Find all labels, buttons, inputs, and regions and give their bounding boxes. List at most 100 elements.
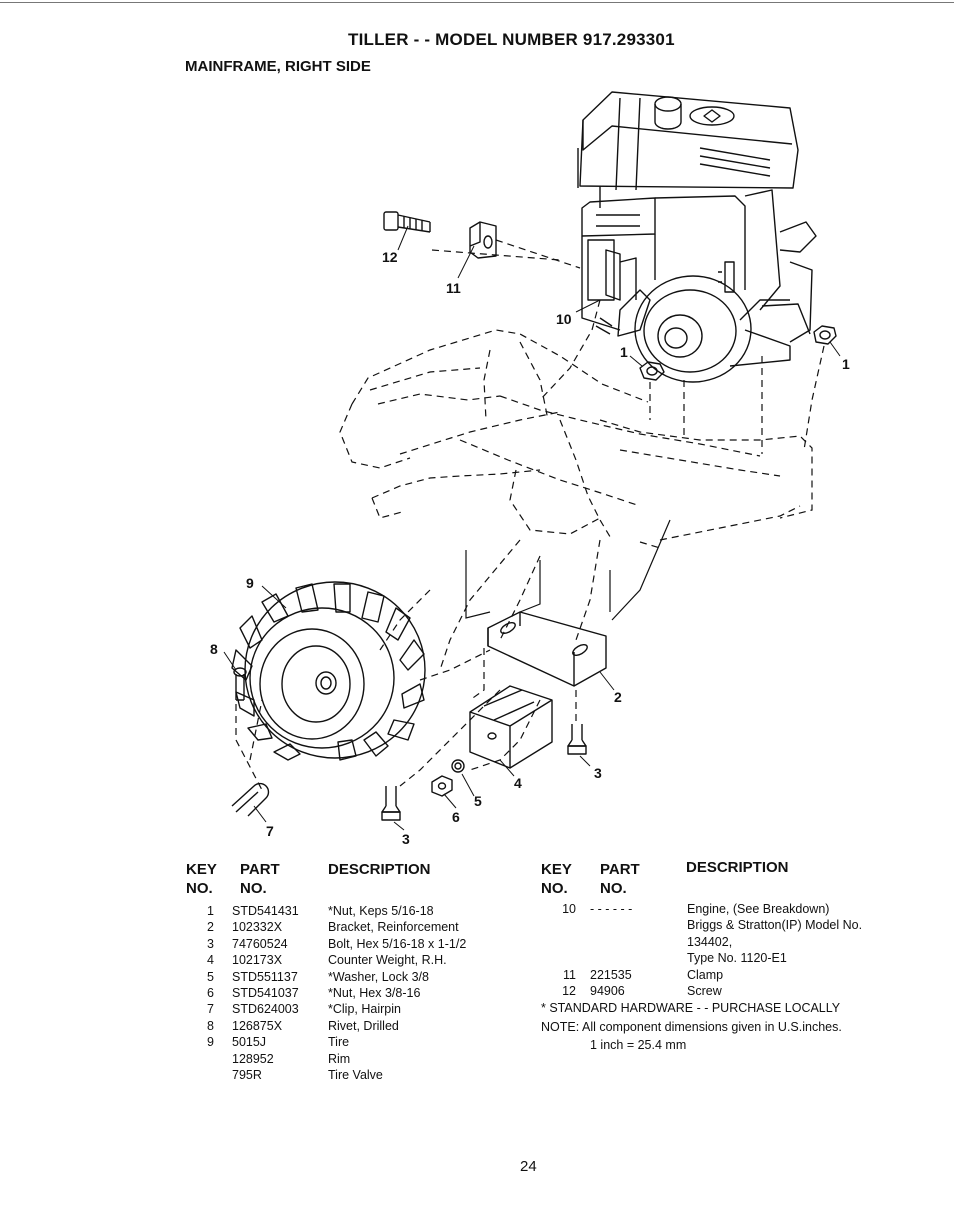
header-description-left: DESCRIPTION [328,861,431,878]
part-number: 5015J [232,1035,267,1050]
header-key-no-left: KEY NO. [186,861,217,897]
callout-9: 9 [246,575,254,591]
callout-3-bottom: 3 [402,831,410,847]
callout-4: 4 [514,775,522,791]
table-row: 4 102173X Counter Weight, R.H. [190,952,520,968]
callout-3-right: 3 [594,765,602,781]
header-part-no-right: PART NO. [600,861,640,897]
part-number: 102173X [232,953,283,968]
key-number: 4 [207,953,214,968]
part-description: Engine, (See Breakdown) [687,902,830,916]
part-description: Counter Weight, R.H. [328,953,447,968]
page-title: TILLER - - MODEL NUMBER 917.293301 [348,30,675,49]
table-row: 10 - - - - - - Engine, (See Breakdown) [546,901,886,917]
key-number: 6 [207,985,214,1000]
part-description: Tire Valve [328,1067,383,1082]
callout-11: 11 [446,280,461,296]
part-description: *Clip, Hairpin [328,1002,401,1017]
engine-drawing [577,91,817,383]
table-row: 5 STD551137 *Washer, Lock 3/8 [190,969,520,985]
key-number: 12 [562,983,576,998]
part-number: STD551137 [232,969,298,984]
key-number: 1 [207,904,214,918]
callout-2: 2 [614,689,622,705]
key-number: 9 [207,1035,214,1050]
part-description: Rim [328,1051,351,1066]
table-row: 9 5015J Tire [190,1034,520,1050]
callout-8: 8 [210,641,218,657]
bolt-3-drawings [381,724,587,821]
screw-12-drawing [383,211,431,233]
table-row: 11 221535 Clamp [546,967,886,983]
parts-list-right: 10 - - - - - - Engine, (See Breakdown) Brig… [546,901,886,1011]
header-description-right: DESCRIPTION [686,859,789,876]
key-number: 3 [207,936,214,951]
exploded-parts-diagram: 12 11 10 1 1 9 8 2 3 4 5 6 3 7 [210,91,850,847]
table-row: 134402, [546,934,886,950]
part-description: Tire [328,1035,350,1050]
page-number: 24 [520,1158,537,1175]
part-description: Type No. 1120-E1 [687,951,787,966]
table-row: Briggs & Stratton(IP) Model No. [546,917,886,933]
top-rule [0,2,954,3]
callout-1-right: 1 [842,356,850,372]
conversion-note: 1 inch = 25.4 mm [590,1038,687,1052]
nut-1-drawings [639,325,837,381]
part-number: STD624003 [232,1002,299,1017]
callout-12: 12 [382,249,398,265]
clamp-11-drawing [469,221,497,259]
header-part-no-left: PART NO. [240,861,280,897]
bracket-2-drawing [487,611,607,687]
dimensions-note: NOTE: All component dimensions given in … [541,1020,842,1034]
key-number: 5 [207,969,214,984]
hairpin-7-drawing [231,782,270,817]
key-number: 7 [207,1002,214,1017]
counter-weight-4-drawing [469,685,553,769]
part-number: 221535 [590,967,632,982]
part-number: 102332X [232,920,283,935]
part-number: 795R [232,1067,262,1082]
table-row: 2 102332X Bracket, Reinforcement [190,919,520,935]
table-row: 3 74760524 Bolt, Hex 5/16-18 x 1-1/2 [190,936,520,952]
part-description: *Nut, Keps 5/16-18 [328,904,434,918]
key-number: 11 [563,967,576,982]
table-row: 12 94906 Screw [546,983,886,999]
part-description: Clamp [687,967,724,982]
callout-1-left: 1 [620,344,628,360]
part-description: Rivet, Drilled [328,1018,399,1033]
table-row: 128952 Rim [190,1051,520,1067]
part-number: 94906 [590,983,625,998]
part-description: 134402, [687,934,733,949]
table-row: 8 126875X Rivet, Drilled [190,1018,520,1034]
callout-6: 6 [452,809,460,825]
standard-hardware-note: * STANDARD HARDWARE - - PURCHASE LOCALLY [541,1001,841,1015]
callout-5: 5 [474,793,482,809]
part-number: STD541037 [232,985,299,1000]
part-description: Screw [687,983,722,998]
callout-7: 7 [266,823,274,839]
part-description: Bolt, Hex 5/16-18 x 1-1/2 [328,936,467,951]
part-description: Briggs & Stratton(IP) Model No. [687,918,863,933]
table-row: 7 STD624003 *Clip, Hairpin [190,1001,520,1017]
parts-list-left: 1 STD541431 *Nut, Keps 5/16-18 2 102332X Brac… [190,903,520,1103]
key-number: 8 [207,1018,214,1033]
key-number: 2 [207,920,214,935]
section-subtitle: MAINFRAME, RIGHT SIDE [185,58,371,75]
part-number: 128952 [232,1051,274,1066]
wheel-9-drawing [231,581,426,761]
callout-10: 10 [556,311,572,327]
table-row: Type No. 1120-E1 [546,950,886,966]
part-description: Bracket, Reinforcement [328,920,459,935]
table-row: 1 STD541431 *Nut, Keps 5/16-18 [190,903,520,919]
part-number: STD541431 [232,904,299,918]
part-number: 126875X [232,1018,283,1033]
table-row: 795R Tire Valve [190,1067,520,1083]
table-row: 6 STD541037 *Nut, Hex 3/8-16 [190,985,520,1001]
part-description: *Washer, Lock 3/8 [328,969,429,984]
key-number: 10 [562,902,576,916]
part-number: 74760524 [232,936,288,951]
header-key-no-right: KEY NO. [541,861,572,897]
part-description: *Nut, Hex 3/8-16 [328,985,421,1000]
part-number: - - - - - - [590,902,633,916]
washer-5-nut-6-drawings [431,759,465,797]
